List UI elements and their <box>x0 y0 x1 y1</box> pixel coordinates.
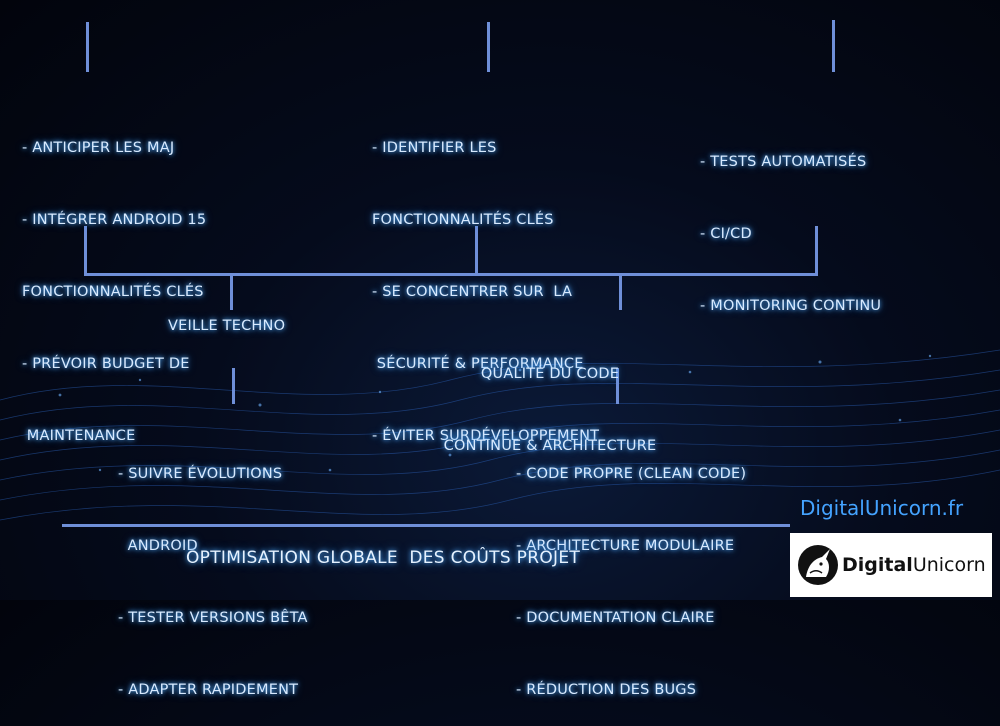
list-item: ANDROID <box>118 538 198 554</box>
list-item: - CODE PROPRE (CLEAN CODE) <box>516 466 747 482</box>
connector-top-left <box>86 22 89 72</box>
footer-title: OPTIMISATION GLOBALE DES COÛTS PROJET <box>186 548 581 568</box>
logo-part2: Unicorn <box>912 554 986 576</box>
list-item: - RÉDUCTION DES BUGS <box>516 682 697 698</box>
list-item: - DOCUMENTATION CLAIRE <box>516 610 715 626</box>
list-item: FONCTIONNALITÉS CLÉS <box>22 284 204 300</box>
list-item: - ARCHITECTURE MODULAIRE <box>516 538 735 554</box>
bottom-right-list: - CODE PROPRE (CLEAN CODE) - ARCHITECTUR… <box>516 414 746 726</box>
list-item: - PRÉVOIR BUDGET DE <box>22 356 190 372</box>
site-url[interactable]: DigitalUnicorn.fr <box>800 496 964 520</box>
list-item: - ADAPTER RAPIDEMENT <box>118 682 299 698</box>
list-item: - INTÉGRER ANDROID 15 <box>22 212 207 228</box>
network-wave-background <box>0 349 1000 521</box>
node-qualite-code: QUALITÉ DU CODE CONTINUE & ARCHITECTURE <box>436 314 664 482</box>
list-item: FONCTIONNALITÉS CLÉS <box>372 212 554 228</box>
logo-part1: Digital <box>842 554 913 576</box>
list-item: MAINTENANCE <box>22 428 136 444</box>
node-qualite-line1: QUALITÉ DU CODE <box>480 366 620 382</box>
list-item: - CI/CD <box>700 226 752 242</box>
connector-mid-left <box>84 226 87 276</box>
connector-below-qualite <box>616 368 619 404</box>
list-item: - SUIVRE ÉVOLUTIONS <box>118 466 283 482</box>
list-item: - IDENTIFIER LES <box>372 140 497 156</box>
horizontal-bracket <box>84 273 818 276</box>
top-right-list: - TESTS AUTOMATISÉS - CI/CD - MONITORING… <box>700 102 881 342</box>
connector-top-right <box>832 20 835 72</box>
connector-mid-middle <box>475 226 478 276</box>
top-left-list: - ANTICIPER LES MAJ - INTÉGRER ANDROID 1… <box>22 88 206 472</box>
unicorn-icon <box>798 545 838 585</box>
list-item: - TESTER VERSIONS BÊTA <box>118 610 308 626</box>
list-item: - SE CONCENTRER SUR LA <box>372 284 573 300</box>
brand-logo: DigitalUnicorn <box>790 533 992 597</box>
node-qualite-line2: CONTINUE & ARCHITECTURE <box>443 438 657 454</box>
list-item: - ÉVITER SURDÉVELOPPEMENT <box>372 428 600 444</box>
node-veille-techno: VEILLE TECHNO <box>168 318 286 334</box>
logo-wordmark: DigitalUnicorn <box>842 554 986 576</box>
footer-divider <box>62 524 790 527</box>
bottom-left-list: - SUIVRE ÉVOLUTIONS ANDROID - TESTER VER… <box>118 414 308 726</box>
connector-to-veille <box>230 276 233 310</box>
connector-top-middle <box>487 22 490 72</box>
connector-mid-right <box>815 226 818 276</box>
list-item: - TESTS AUTOMATISÉS <box>700 154 867 170</box>
list-item: - MONITORING CONTINU <box>700 298 882 314</box>
list-item: - ANTICIPER LES MAJ <box>22 140 175 156</box>
top-middle-list: - IDENTIFIER LES FONCTIONNALITÉS CLÉS - … <box>372 88 599 472</box>
connector-below-veille <box>232 368 235 404</box>
connector-to-qualite <box>619 276 622 310</box>
list-item: SÉCURITÉ & PERFORMANCE <box>372 356 584 372</box>
